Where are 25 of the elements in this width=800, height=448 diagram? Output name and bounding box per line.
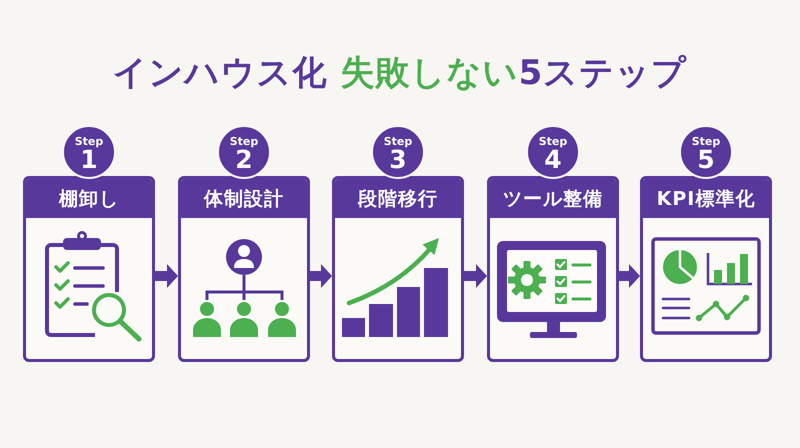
- card-header: ツール整備: [490, 179, 616, 218]
- step-label: Step: [692, 135, 720, 148]
- step-card: [640, 176, 772, 362]
- step-label: Step: [384, 135, 412, 148]
- step-number: 3: [389, 146, 407, 173]
- step-card: [23, 176, 155, 362]
- step-label: Step: [74, 135, 104, 148]
- step-card: [178, 176, 310, 362]
- card-header: 棚卸し: [26, 179, 152, 218]
- step-number: 4: [544, 146, 562, 173]
- card-header: 体制設計: [181, 179, 307, 218]
- arrow: [619, 264, 640, 288]
- step-number: 5: [697, 146, 715, 173]
- step-number: 2: [235, 146, 253, 173]
- title: インハウス化 失敗しない5ステップ: [112, 52, 688, 94]
- step-card: [332, 176, 464, 362]
- step-card: [487, 176, 619, 362]
- card-header: 段階移行: [335, 179, 461, 218]
- arrow: [155, 264, 178, 288]
- step-label: Step: [538, 135, 568, 148]
- arrow: [310, 264, 332, 288]
- card-header: KPI標準化: [643, 179, 769, 218]
- step-label: Step: [230, 135, 258, 148]
- arrow: [464, 264, 487, 288]
- step-number: 1: [80, 146, 98, 173]
